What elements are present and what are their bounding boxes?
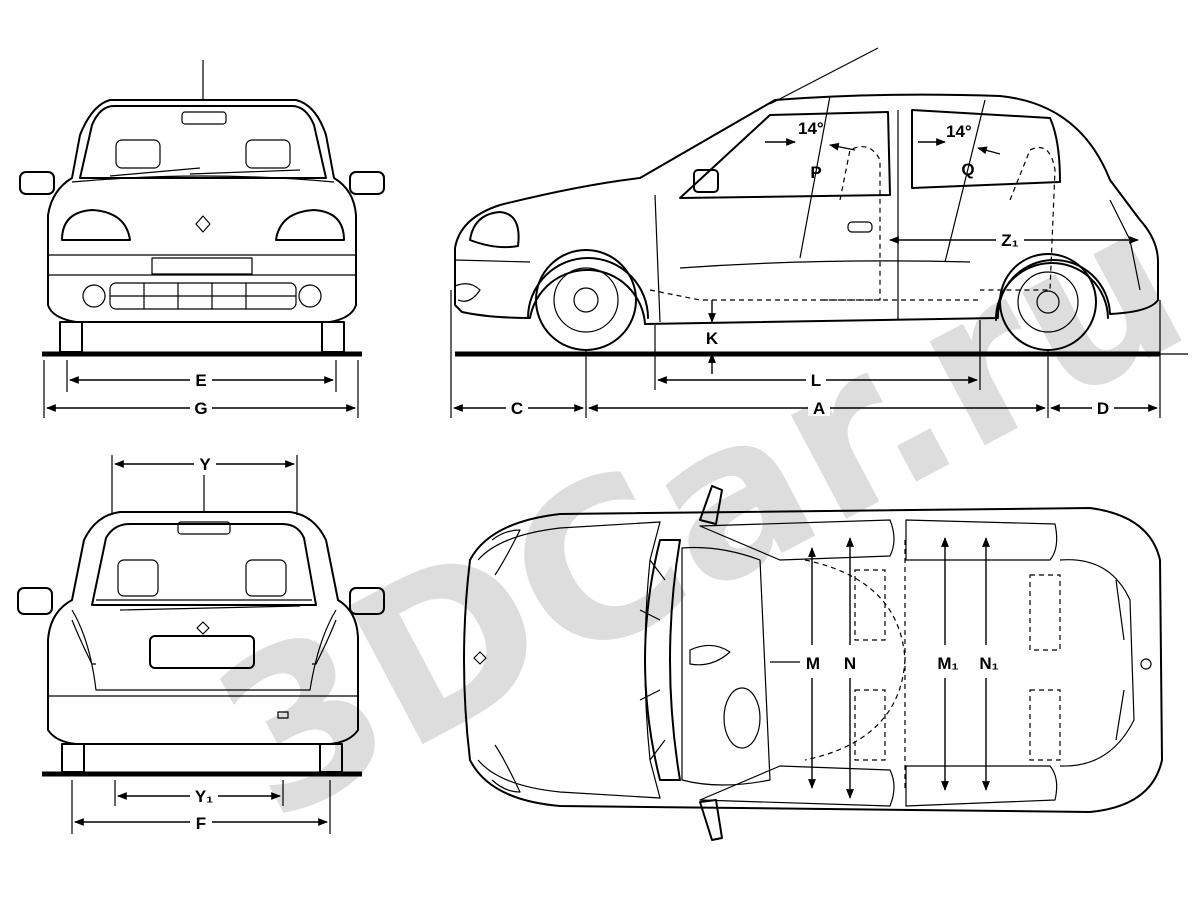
- door-trim: [679, 260, 971, 269]
- label-Q: Q: [961, 160, 974, 179]
- top-headlight-left: [491, 529, 521, 576]
- top-body-outline: [463, 507, 1163, 813]
- label-P: P: [810, 163, 821, 182]
- top-mirror-upper: [699, 485, 723, 525]
- top-rear-window: [1059, 559, 1135, 767]
- front-wheel: [535, 249, 637, 351]
- door-handle: [847, 221, 873, 233]
- label-L: L: [811, 371, 821, 390]
- label-C: C: [511, 399, 523, 418]
- label-D: D: [1097, 399, 1109, 418]
- side-view: 14° 14° P Q Z₁ K L C A D: [450, 47, 1188, 418]
- label-Y: Y: [199, 455, 211, 474]
- top-window-front-upper: [699, 519, 895, 561]
- front-seat-right: [245, 139, 291, 169]
- front-mirror-right: [349, 171, 385, 195]
- steering-wheel: [723, 687, 761, 749]
- rear-tyre-right: [319, 743, 343, 773]
- front-windshield: [79, 105, 327, 179]
- side-body-outline: [454, 93, 1159, 325]
- top-window-rear-upper: [905, 519, 1058, 561]
- label-F: F: [196, 814, 206, 833]
- tail-lights: [71, 619, 337, 665]
- front-logo-icon: [195, 215, 211, 233]
- top-rear-wiper: [1115, 579, 1125, 741]
- label-angle-rear: 14°: [946, 122, 972, 141]
- label-N1: N₁: [979, 654, 998, 673]
- front-wheel-hub: [573, 287, 599, 313]
- label-K: K: [706, 329, 719, 348]
- headlight-right: [275, 209, 345, 241]
- rear-seat-right: [245, 559, 287, 597]
- top-mirror-lower: [699, 799, 723, 841]
- rear-seat-hidden: [980, 146, 1056, 291]
- side-window-rear: [911, 109, 1061, 189]
- tailgate-outline: [71, 609, 337, 691]
- rear-seat-left: [117, 559, 159, 597]
- rear-wheel-hub: [1036, 290, 1060, 314]
- headlight-left: [61, 209, 131, 241]
- top-rear-seats-hidden: [1029, 574, 1061, 761]
- rear-brake-light: [177, 521, 231, 535]
- label-Z1: Z₁: [1001, 231, 1018, 250]
- front-plate: [151, 257, 253, 275]
- gear-area: [689, 644, 731, 666]
- rear-mirror-left: [17, 587, 53, 615]
- front-wipers: [109, 167, 301, 177]
- front-seat-left: [115, 139, 161, 169]
- label-M: M: [806, 654, 820, 673]
- rear-view: Y Y₁ F: [17, 454, 385, 834]
- side-antenna: [769, 47, 879, 105]
- side-headlight: [469, 211, 520, 249]
- front-view: E G: [19, 60, 385, 418]
- side-window-front: [679, 111, 891, 199]
- top-front-seats-hidden: [854, 569, 886, 761]
- label-angle-front: 14°: [798, 119, 824, 138]
- side-mirror: [693, 169, 719, 193]
- fog-light-left: [82, 284, 106, 308]
- side-door-lines: [654, 110, 899, 323]
- front-wheel-arch: [527, 257, 649, 319]
- label-G: G: [194, 399, 207, 418]
- rear-window: [91, 523, 317, 606]
- rear-mirror-right: [349, 587, 385, 615]
- top-dashboard: [681, 546, 771, 786]
- front-tyre-left: [59, 321, 83, 353]
- rear-plate: [149, 635, 255, 669]
- rear-wiper: [96, 599, 312, 611]
- rear-tyre-left: [61, 743, 85, 773]
- fog-light-right: [298, 284, 322, 308]
- label-N: N: [844, 654, 856, 673]
- label-M1: M₁: [937, 654, 958, 673]
- top-view: M N M₁ N₁: [463, 485, 1163, 841]
- front-mirror-left: [19, 171, 55, 195]
- top-window-rear-lower: [905, 765, 1058, 807]
- front-tyre-right: [321, 321, 345, 353]
- label-A: A: [813, 399, 825, 418]
- label-Y1: Y₁: [195, 787, 213, 806]
- rear-logo-icon: [196, 621, 210, 635]
- top-windshield: [644, 539, 681, 781]
- rearview-mirror: [181, 111, 227, 125]
- label-E: E: [195, 371, 206, 390]
- top-window-front-lower: [699, 765, 895, 807]
- hood-line: [71, 175, 335, 183]
- top-logo-icon: [473, 651, 487, 665]
